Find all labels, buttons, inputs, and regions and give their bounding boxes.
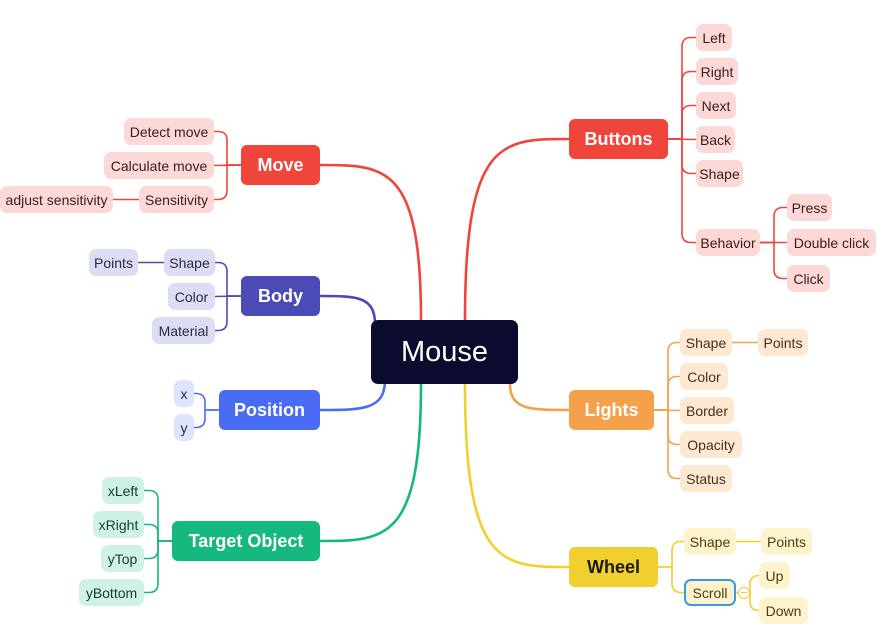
edge-root-move: [318, 163, 423, 322]
topic-buttons-back[interactable]: Back: [696, 126, 735, 153]
edge-wheel-1-connector-1: [735, 591, 760, 612]
edge-buttons-5-connector-2: [759, 241, 788, 280]
edge-move-connector-2: [213, 164, 242, 201]
topic-target-xright[interactable]: xRight: [93, 511, 144, 538]
topic-move-sensitivity[interactable]: Sensitivity: [139, 186, 214, 213]
edge-buttons-connector-1: [667, 70, 697, 140]
edge-buttons-5-connector-0: [759, 206, 788, 244]
topic-move-calculate-move[interactable]: Calculate move: [104, 152, 214, 179]
edge-lights-connector-0: [653, 341, 681, 411]
branch-target[interactable]: Target Object: [172, 521, 320, 561]
branch-lights[interactable]: Lights: [569, 390, 654, 430]
topic-buttons-right[interactable]: Right: [696, 58, 738, 85]
branch-wheel[interactable]: Wheel: [569, 547, 658, 587]
edge-wheel-connector-0: [657, 540, 685, 568]
branch-move[interactable]: Move: [241, 145, 320, 185]
edge-wheel-connector-1: [657, 566, 685, 594]
branch-buttons[interactable]: Buttons: [569, 119, 668, 159]
topic-lights-color[interactable]: Color: [680, 363, 728, 390]
edge-lights-connector-3: [653, 409, 681, 446]
edge-target-connector-3: [143, 540, 173, 594]
edge-root-buttons: [463, 137, 571, 322]
topic-buttons-behavior-click[interactable]: Click: [787, 265, 830, 292]
edge-buttons-connector-0: [667, 36, 697, 140]
topic-target-xleft[interactable]: xLeft: [102, 477, 144, 504]
topic-target-ytop[interactable]: yTop: [101, 545, 144, 572]
topic-lights-shape[interactable]: Shape: [680, 329, 732, 356]
topic-wheel-scroll-down[interactable]: Down: [759, 597, 808, 624]
edge-lights-connector-4: [653, 409, 681, 480]
topic-body-shape-points[interactable]: Points: [89, 249, 138, 276]
edge-body-connector-0: [214, 261, 242, 297]
topic-wheel-shape[interactable]: Shape: [684, 528, 736, 555]
topic-buttons-behavior[interactable]: Behavior: [696, 229, 760, 256]
topic-position-y[interactable]: y: [174, 414, 194, 441]
edge-root-body: [318, 294, 377, 326]
edge-buttons-connector-5: [667, 138, 697, 244]
edge-target-connector-1: [143, 523, 173, 542]
topic-wheel-scroll-up[interactable]: Up: [759, 562, 790, 589]
topic-body-material[interactable]: Material: [152, 317, 215, 344]
edge-buttons-connector-2: [667, 104, 697, 140]
branch-position[interactable]: Position: [219, 390, 320, 430]
topic-move-sensitivity-adjust-sensitivity[interactable]: adjust sensitivity: [0, 186, 113, 213]
topic-buttons-left[interactable]: Left: [696, 24, 732, 51]
topic-wheel-scroll[interactable]: Scroll: [684, 579, 736, 606]
topic-lights-shape-points[interactable]: Points: [758, 329, 808, 356]
topic-buttons-shape[interactable]: Shape: [696, 160, 743, 187]
topic-buttons-behavior-press[interactable]: Press: [787, 194, 832, 221]
topic-buttons-behavior-double-click[interactable]: Double click: [787, 229, 876, 256]
branch-body[interactable]: Body: [241, 276, 320, 316]
topic-body-shape[interactable]: Shape: [164, 249, 215, 276]
edge-wheel-1-connector-0: [735, 574, 760, 594]
edge-root-wheel: [463, 382, 571, 569]
edge-move-connector-0: [213, 130, 242, 166]
topic-position-x[interactable]: x: [174, 380, 194, 407]
topic-move-detect-move[interactable]: Detect move: [124, 118, 214, 145]
edge-body-connector-2: [214, 295, 242, 332]
root-topic-mouse[interactable]: Mouse: [371, 320, 518, 384]
topic-buttons-next[interactable]: Next: [696, 92, 736, 119]
topic-lights-opacity[interactable]: Opacity: [680, 431, 742, 458]
edge-root-position: [318, 378, 387, 412]
edge-position-connector-0: [193, 392, 220, 411]
topic-lights-border[interactable]: Border: [680, 397, 734, 424]
topic-wheel-shape-points[interactable]: Points: [761, 528, 812, 555]
collapse-toggle-icon[interactable]: [738, 586, 750, 599]
edge-root-lights: [508, 382, 571, 412]
edge-position-connector-1: [193, 409, 220, 429]
topic-lights-status[interactable]: Status: [680, 465, 732, 492]
edge-lights-connector-1: [653, 375, 681, 411]
topic-body-color[interactable]: Color: [168, 283, 215, 310]
topic-target-ybottom[interactable]: yBottom: [79, 579, 144, 606]
edge-root-target: [318, 382, 423, 543]
edge-target-connector-0: [143, 489, 173, 542]
